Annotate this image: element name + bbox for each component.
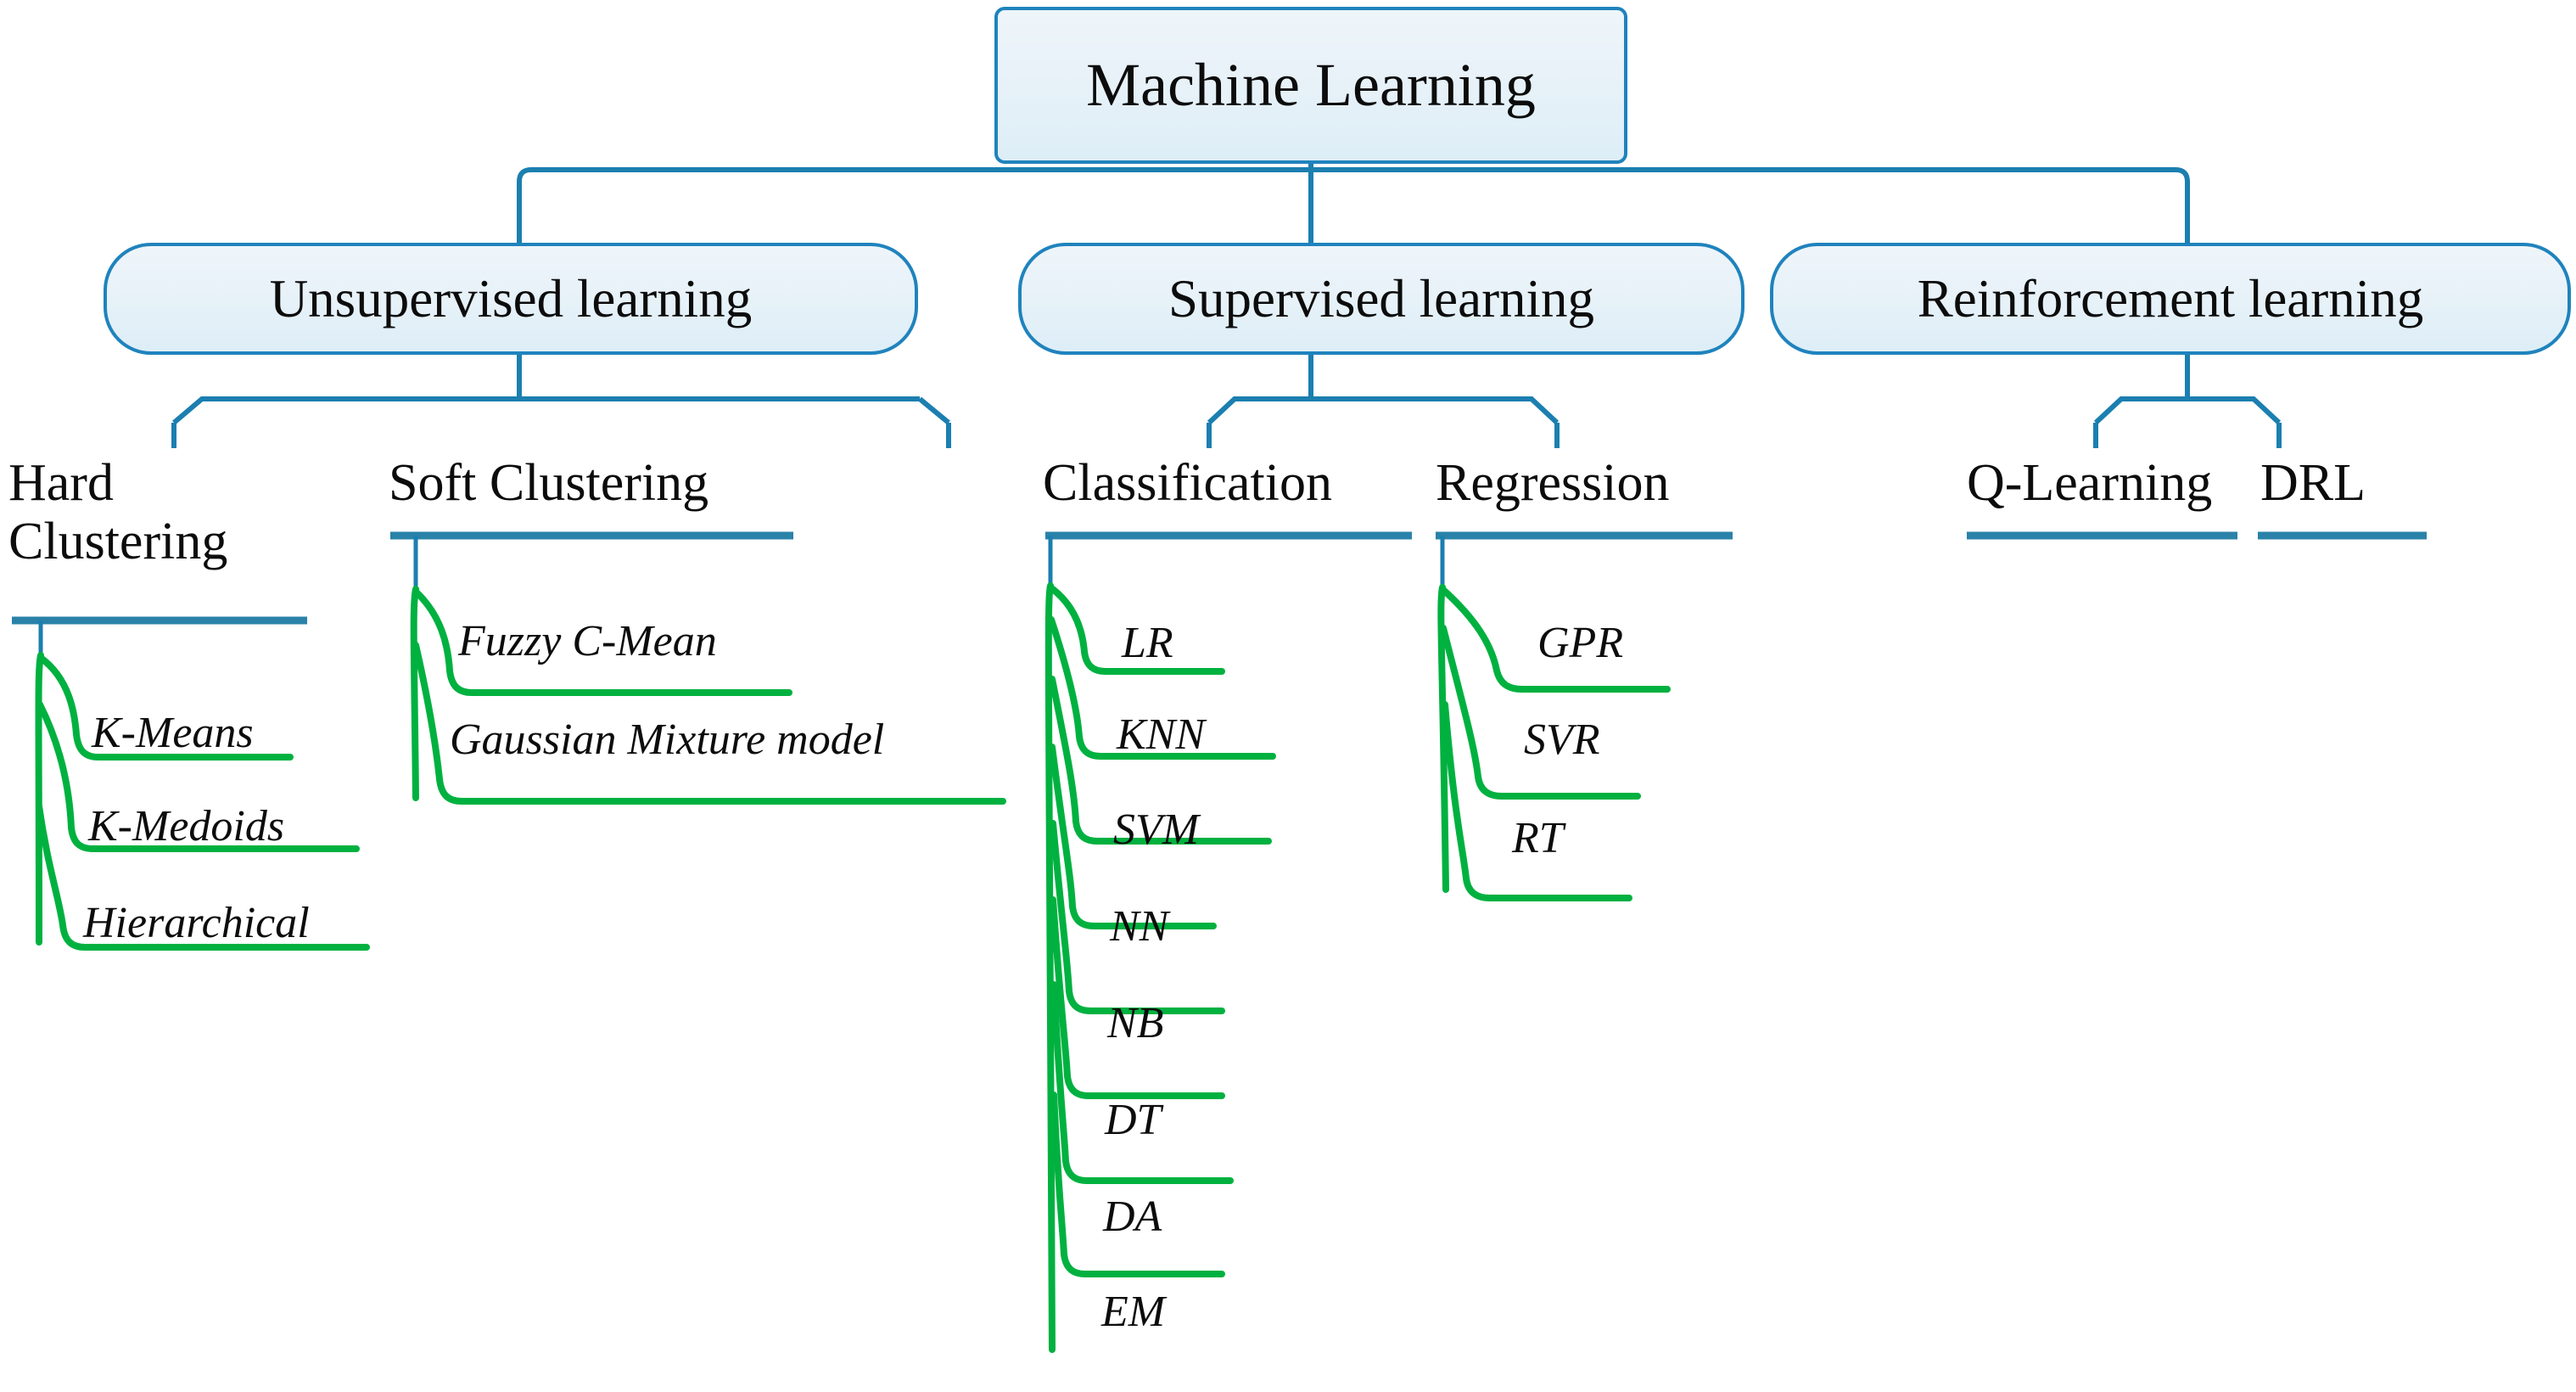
leaf-k-means[interactable]: K-Means (92, 709, 254, 757)
connector-unsupervised-right-arm (918, 396, 950, 425)
leaf-lr[interactable]: LR (1122, 619, 1173, 667)
leaf-rt[interactable]: RT (1512, 814, 1564, 862)
leaf-dt[interactable]: DT (1105, 1096, 1162, 1144)
green-branch-fuzzy-c-mean (412, 588, 792, 696)
green-branch-k-means (37, 654, 294, 761)
leaf-hierarchical[interactable]: Hierarchical (83, 899, 310, 947)
label-classification[interactable]: Classification (1043, 454, 1332, 512)
leaf-em[interactable]: EM (1101, 1288, 1166, 1336)
green-trunk-classification (1044, 582, 1056, 1353)
leaf-gpr[interactable]: GPR (1537, 619, 1624, 667)
green-branch-gpr (1439, 586, 1671, 693)
node-machine-learning[interactable]: Machine Learning (994, 7, 1627, 164)
leaf-gaussian-mixture-model[interactable]: Gaussian Mixture model (450, 716, 885, 764)
green-branch-nb (1050, 820, 1225, 1014)
leaf-fuzzy-c-mean[interactable]: Fuzzy C-Mean (458, 617, 717, 665)
green-branch-rt (1442, 701, 1632, 901)
green-branch-knn (1048, 616, 1276, 760)
label-regression[interactable]: Regression (1436, 454, 1670, 512)
node-unsupervised-learning[interactable]: Unsupervised learning (104, 243, 918, 355)
green-trunk-regression (1437, 584, 1449, 893)
label-drl[interactable]: DRL (2260, 454, 2366, 512)
connector-unsupervised-left-arm (172, 396, 920, 425)
node-supervised-learning-label: Supervised learning (1168, 268, 1595, 328)
node-supervised-learning[interactable]: Supervised learning (1018, 243, 1744, 355)
green-branch-svm (1049, 676, 1272, 845)
leaf-knn[interactable]: KNN (1117, 710, 1206, 759)
green-branch-svr (1440, 625, 1641, 800)
leaf-nb[interactable]: NB (1107, 999, 1164, 1047)
green-trunk-hard-clustering (35, 652, 44, 946)
green-branch-da (1050, 981, 1234, 1184)
leaf-svm[interactable]: SVM (1113, 805, 1200, 854)
node-reinforcement-learning-label: Reinforcement learning (1917, 268, 2424, 328)
green-branch-dt (1050, 896, 1225, 1099)
leaf-k-medoids[interactable]: K-Medoids (88, 802, 285, 850)
connector-root-bus (517, 167, 2190, 210)
leaf-da[interactable]: DA (1103, 1193, 1162, 1241)
label-q-learning[interactable]: Q-Learning (1967, 454, 2213, 512)
connector-reinforcement-bracket (2093, 396, 2282, 425)
green-branch-gaussian-mixture (412, 642, 1006, 805)
label-hard-clustering[interactable]: Hard Clustering (8, 454, 228, 571)
green-branch-hierarchical (36, 803, 370, 951)
leaf-nn[interactable]: NN (1110, 902, 1169, 951)
leaf-svr[interactable]: SVR (1524, 716, 1600, 764)
green-trunk-soft-clustering (410, 586, 419, 801)
connector-supervised-bracket (1207, 396, 1560, 425)
node-unsupervised-learning-label: Unsupervised learning (269, 268, 753, 328)
node-machine-learning-label: Machine Learning (1086, 50, 1536, 119)
label-soft-clustering[interactable]: Soft Clustering (389, 454, 709, 512)
green-branch-k-medoids (36, 701, 360, 852)
green-branch-em (1050, 1092, 1225, 1277)
green-branch-nn (1049, 744, 1217, 929)
node-reinforcement-learning[interactable]: Reinforcement learning (1770, 243, 2571, 355)
green-branch-lr (1047, 584, 1225, 675)
